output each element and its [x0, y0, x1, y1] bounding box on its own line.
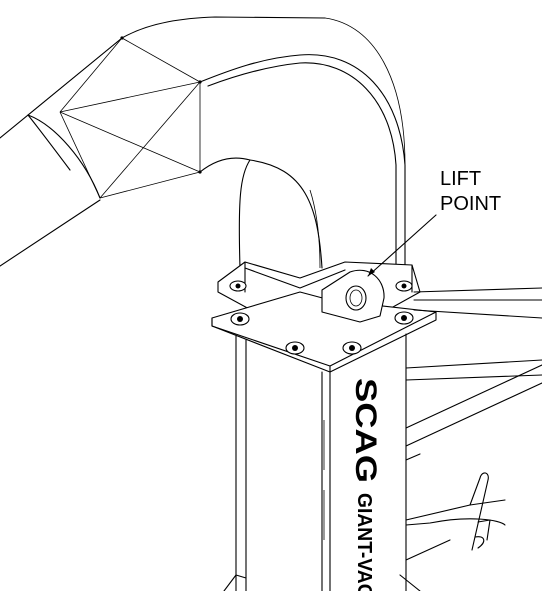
callout-line1: LIFT: [440, 168, 481, 190]
brand-decal: SCAG GIANT-VAC.: [349, 378, 382, 591]
lift-point-lug: [321, 269, 385, 323]
lift-point-callout: LIFT POINT: [367, 168, 501, 277]
brand-product: GIANT-VAC.: [353, 493, 375, 591]
collar-bolts: [229, 280, 414, 355]
vertical-column: [223, 333, 421, 591]
callout-line2: POINT: [440, 193, 501, 215]
brand-name: SCAG: [349, 378, 382, 483]
elbow-pipe: [199, 17, 406, 269]
frame-brace: [405, 287, 542, 561]
flexible-hose: [0, 16, 326, 267]
